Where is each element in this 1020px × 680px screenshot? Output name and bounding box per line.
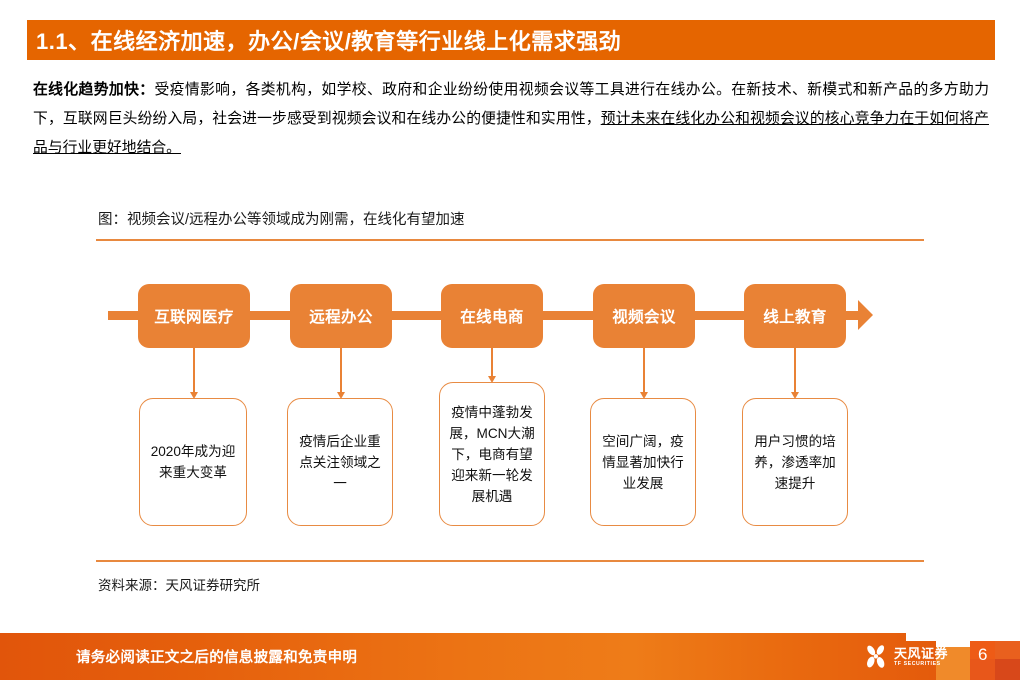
body-paragraph: 在线化趋势加快：受疫情影响，各类机构，如学校、政府和企业纷纷使用视频会议等工具进… bbox=[33, 76, 989, 163]
brand-name-cn: 天风证券 bbox=[894, 645, 949, 661]
flow-node-1-label: 互联网医疗 bbox=[154, 309, 234, 326]
connector-arrow-4-icon bbox=[639, 392, 648, 399]
connector-stem-4 bbox=[643, 348, 645, 394]
detail-box-2[interactable]: 疫情后企业重点关注领域之一 bbox=[287, 398, 393, 526]
connector-arrow-1-icon bbox=[189, 392, 198, 399]
flow-node-2[interactable]: 远程办公 bbox=[290, 284, 392, 348]
connector-arrow-2-icon bbox=[336, 392, 345, 399]
section-header-bar: 1.1、在线经济加速，办公/会议/教育等行业线上化需求强劲 bbox=[27, 20, 995, 60]
brand-name-en: TF SECURITIES bbox=[894, 660, 941, 667]
paragraph-lead: 在线化趋势加快： bbox=[33, 82, 155, 98]
flow-node-3-label: 在线电商 bbox=[460, 309, 524, 326]
footer-bar: 请务必阅读正文之后的信息披露和免责申明 天风证券 TF SECURITIES 6 bbox=[0, 633, 1020, 680]
flow-node-1[interactable]: 互联网医疗 bbox=[138, 284, 250, 348]
figure-title: 图：视频会议/远程办公等领域成为刚需，在线化有望加速 bbox=[98, 212, 465, 228]
footer-mosaic-decoration bbox=[0, 633, 1020, 680]
flow-node-5[interactable]: 线上教育 bbox=[744, 284, 846, 348]
detail-box-5-text: 用户习惯的培养，渗透率加速提升 bbox=[754, 433, 836, 491]
flow-node-4[interactable]: 视频会议 bbox=[593, 284, 695, 348]
footer-disclaimer: 请务必阅读正文之后的信息披露和免责申明 bbox=[76, 650, 358, 666]
connector-stem-5 bbox=[794, 348, 796, 394]
connector-arrow-5-icon bbox=[790, 392, 799, 399]
figure-bottom-rule bbox=[96, 560, 924, 562]
flow-node-5-label: 线上教育 bbox=[763, 309, 827, 326]
detail-box-1[interactable]: 2020年成为迎来重大变革 bbox=[139, 398, 247, 526]
figure-top-rule bbox=[96, 239, 924, 241]
connector-arrow-3-icon bbox=[487, 376, 496, 383]
flow-node-2-label: 远程办公 bbox=[309, 309, 373, 326]
page-number: 6 bbox=[978, 645, 988, 664]
detail-box-4[interactable]: 空间广阔，疫情显著加快行业发展 bbox=[590, 398, 696, 526]
connector-stem-1 bbox=[193, 348, 195, 394]
brand-text-block: 天风证券 TF SECURITIES bbox=[894, 647, 948, 667]
page-title: 1.1、在线经济加速，办公/会议/教育等行业线上化需求强劲 bbox=[36, 29, 622, 54]
detail-box-3[interactable]: 疫情中蓬勃发展，MCN大潮下，电商有望迎来新一轮发展机遇 bbox=[439, 382, 545, 526]
detail-box-4-text: 空间广阔，疫情显著加快行业发展 bbox=[602, 433, 684, 491]
figure-source: 资料来源：天风证券研究所 bbox=[98, 578, 260, 593]
figure-container: 图：视频会议/远程办公等领域成为刚需，在线化有望加速 互联网医疗 远程办公 在线… bbox=[96, 208, 924, 593]
flow-node-3[interactable]: 在线电商 bbox=[441, 284, 543, 348]
detail-box-2-text: 疫情后企业重点关注领域之一 bbox=[299, 433, 381, 491]
brand-logo: 天风证券 TF SECURITIES bbox=[862, 641, 958, 673]
flow-arrow-icon bbox=[858, 300, 873, 330]
flow-node-4-label: 视频会议 bbox=[612, 309, 676, 326]
paragraph-underlined-text: 预计未来在线化办公和视频会议的核心竞争力在于如何将产品与行业更好地结合。 bbox=[33, 111, 989, 156]
paragraph-text: 受疫情影响，各类机构，如学校、政府和企业纷纷使用视频会议等工具进行在线办公。在新… bbox=[33, 82, 989, 127]
detail-box-3-text: 疫情中蓬勃发展，MCN大潮下，电商有望迎来新一轮发展机遇 bbox=[449, 404, 535, 504]
detail-box-1-text: 2020年成为迎来重大变革 bbox=[150, 444, 236, 480]
butterfly-logo-icon bbox=[862, 643, 890, 671]
connector-stem-3 bbox=[491, 348, 493, 378]
connector-stem-2 bbox=[340, 348, 342, 394]
detail-box-5[interactable]: 用户习惯的培养，渗透率加速提升 bbox=[742, 398, 848, 526]
